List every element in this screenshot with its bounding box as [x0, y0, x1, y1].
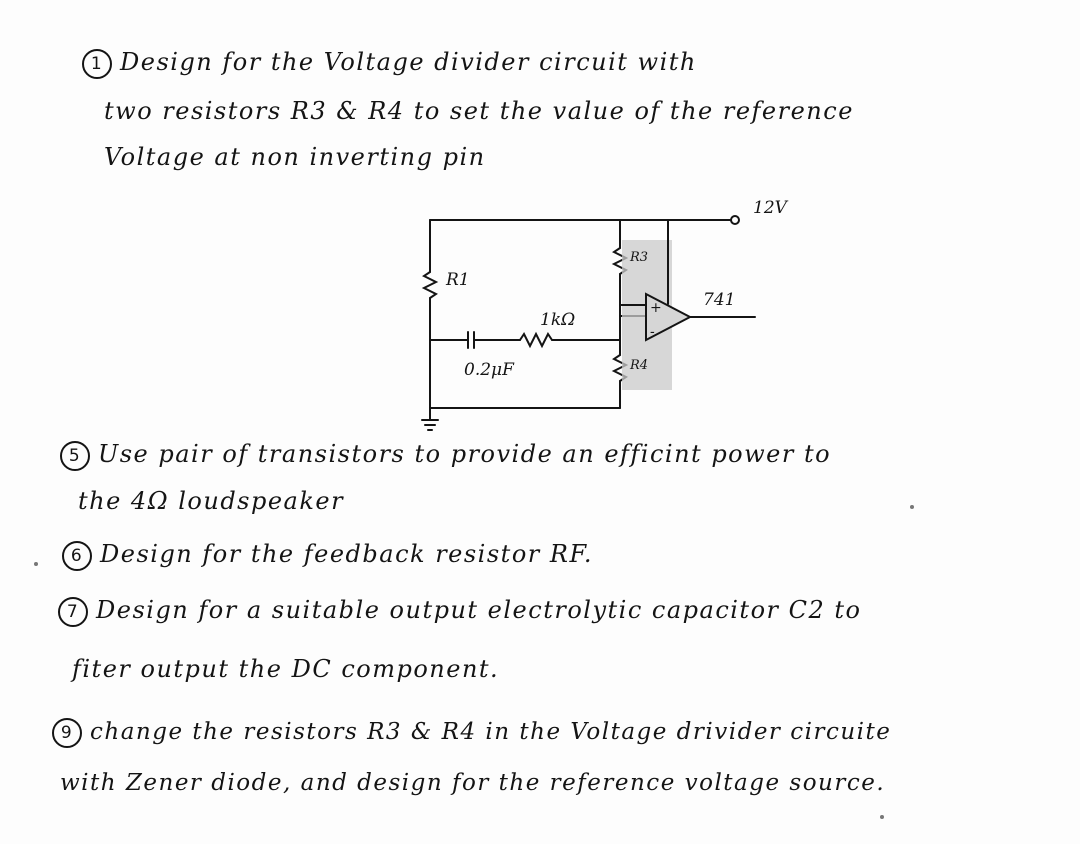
resistor-1k-label: 1kΩ	[540, 310, 576, 330]
q7-line-2: fiter output the DC component.	[72, 655, 500, 683]
r4-label: R4	[630, 358, 649, 373]
opamp-minus: -	[650, 324, 655, 340]
q9-number: 9	[52, 718, 82, 748]
stray-dot	[34, 562, 38, 566]
q6-number: 6	[62, 540, 92, 571]
supply-label: 12V	[753, 198, 787, 218]
opamp-plus: +	[650, 300, 662, 316]
q9-line-2: with Zener diode, and design for the ref…	[60, 770, 886, 796]
q5-number: 5	[60, 440, 90, 471]
opamp-label: 741	[703, 290, 736, 310]
stray-dot	[880, 815, 884, 819]
q7-number: 7	[58, 596, 88, 627]
r1-label: R1	[446, 270, 470, 290]
capacitor-label: 0.2μF	[464, 360, 514, 380]
q1-number: 1	[82, 48, 112, 79]
q5-line-2: the 4Ω loudspeaker	[78, 487, 345, 515]
circuit-diagram	[421, 215, 756, 431]
q1-line-2: two resistors R3 & R4 to set the value o…	[104, 97, 854, 125]
r3-label: R3	[630, 250, 649, 265]
q1-line-3: Voltage at non inverting pin	[104, 143, 486, 171]
stray-dot	[910, 505, 914, 509]
